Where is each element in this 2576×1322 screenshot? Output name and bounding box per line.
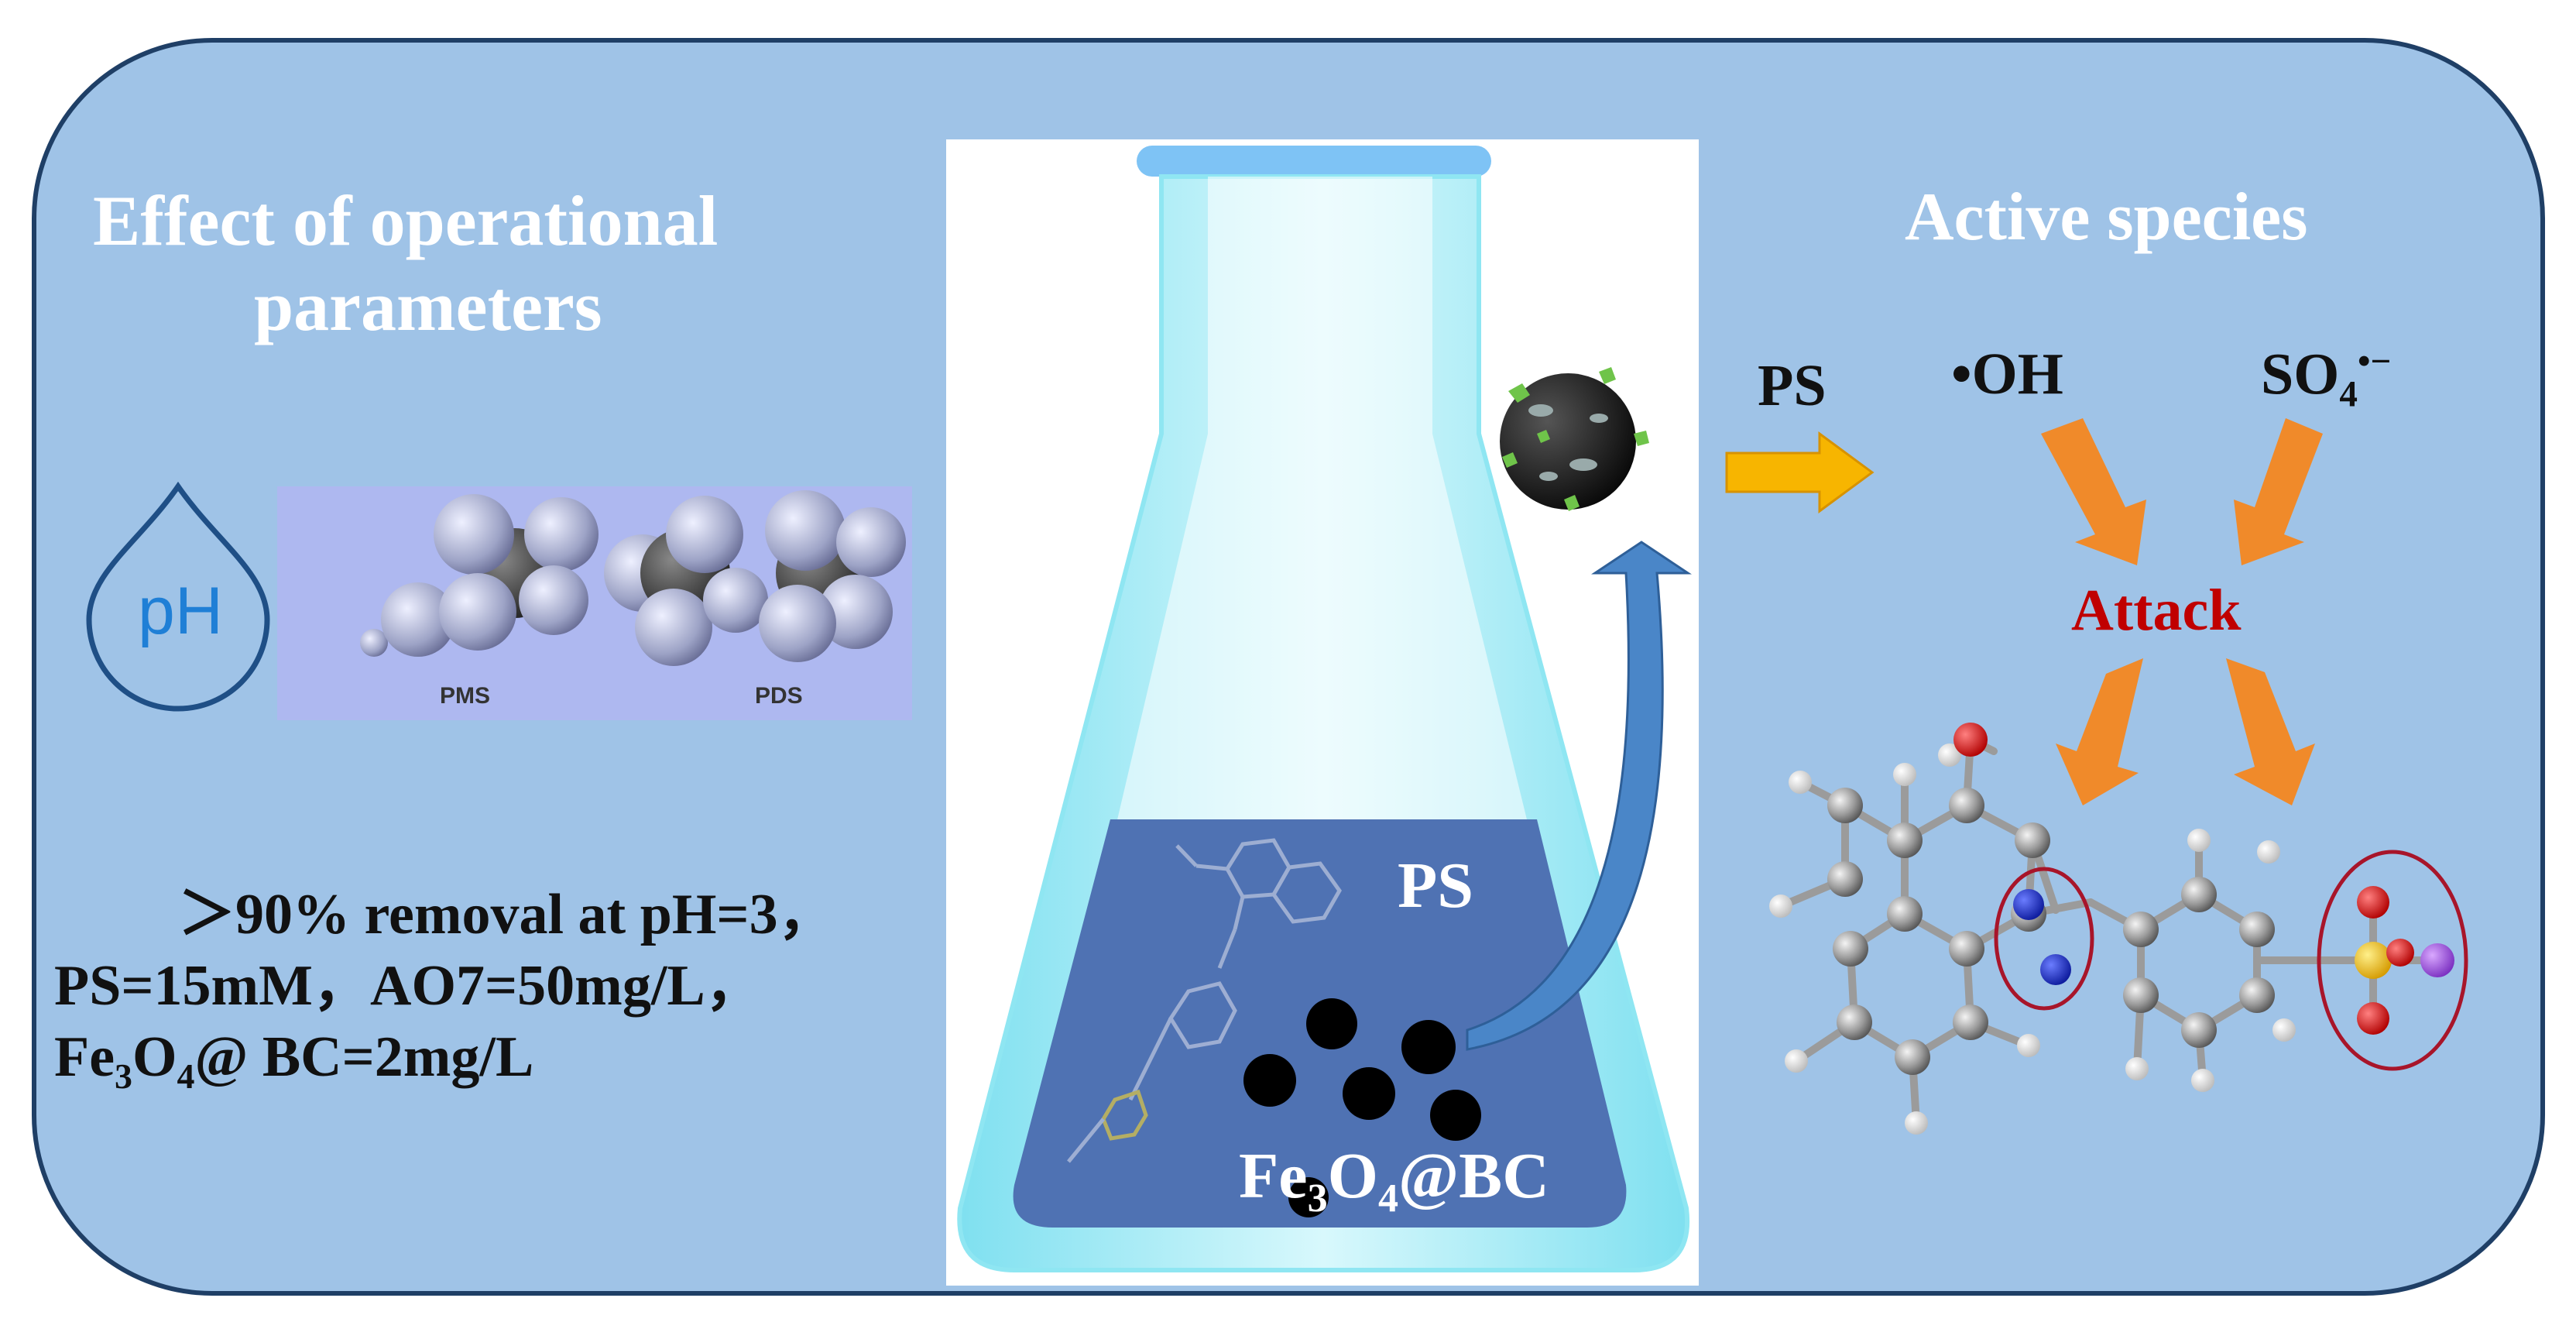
ps-activation-arrow [1725,431,1875,513]
ph-icon-label: pH [138,574,223,648]
title-line-2: parameters [254,266,602,345]
water-drop-icon [86,481,270,712]
ao7-atoms [1769,723,2454,1135]
title-line-1: Effect of operational [93,181,719,260]
result-line-1: ＞90% removal at pH=3， [178,883,835,946]
sulfonate-group-highlight [2317,850,2468,1071]
attack-label: Attack [2071,578,2242,643]
optimal-conditions-text: ＞90% removal at pH=3， PS=15mM，AO7=50mg/L… [54,879,945,1112]
attack-arrows [2041,418,2323,805]
active-species-title: Active species [1905,180,2308,255]
pds-molecule-model [604,490,906,666]
flask-ps-label: PS [1398,850,1474,922]
flask-rim [1137,146,1491,177]
operational-parameters-title: Effect of operational parameters [93,178,867,349]
azo-bond-highlight [1994,867,2094,1011]
ps-arrow-label: PS [1758,353,1827,418]
fe3o4-bc-particles [1243,998,1481,1217]
pds-label: PDS [755,683,803,709]
catalyst-label: Fe3O4@BC [1239,1140,1549,1221]
result-line-3: Fe3O4@ BC=2mg/L [54,1025,534,1096]
result-line-2: PS=15mM，AO7=50mg/L， [54,954,763,1018]
zoom-arrow [1466,541,1692,1051]
ao7-skeletal-structure [1067,838,1342,1163]
catalyst-particle-icon [1500,367,1649,511]
pms-molecule-model [360,494,599,657]
sulfate-radical-label: SO4•− [2261,342,2392,415]
hydroxyl-radical-label: •OH [1951,342,2063,407]
pms-label: PMS [440,683,491,709]
